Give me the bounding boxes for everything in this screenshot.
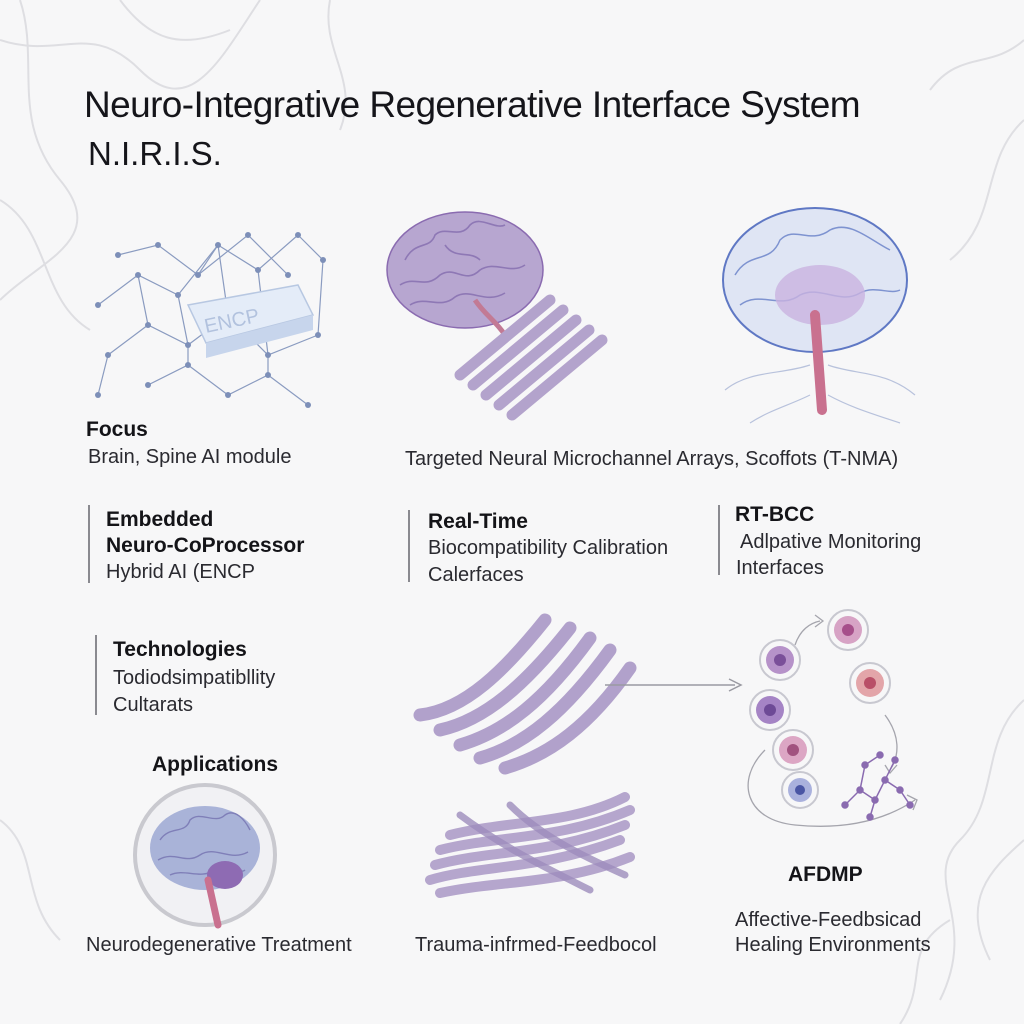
cell-cycle-illustration — [747, 609, 918, 827]
rtbcc-line2: Interfaces — [736, 557, 824, 579]
divider-encp — [88, 505, 90, 583]
flow-arrow-icon — [605, 678, 743, 692]
technologies-heading: Technologies — [113, 638, 247, 661]
encp-line3: Hybrid AI (ENCP — [106, 561, 255, 583]
divider-realtime — [408, 510, 410, 582]
woven-scaffold-illustration — [425, 792, 635, 898]
realtime-line2: Calerfaces — [428, 564, 524, 586]
encp-line2: Neuro-CoProcessor — [106, 534, 305, 557]
realtime-heading: Real-Time — [428, 510, 528, 533]
divider-rtbcc — [718, 505, 720, 575]
afdmp-line1: Affective-Feedbsicad — [735, 909, 922, 931]
technologies-line2: Cultarats — [113, 694, 194, 716]
divider-technologies — [95, 635, 97, 715]
focus-text: Brain, Spine AI module — [88, 446, 292, 468]
brain-circle-illustration — [133, 783, 277, 929]
afdmp-line2: Healing Environments — [735, 934, 931, 956]
technologies-line1: Todiodsimpatibllity — [113, 667, 276, 689]
realtime-line1: Biocompatibility Calibration — [428, 537, 669, 559]
rtbcc-heading: RT-BCC — [735, 503, 815, 526]
cell-3 — [849, 662, 891, 704]
neural-chip-illustration: ENCP — [95, 232, 326, 408]
brain-microchannel-illustration — [386, 211, 608, 421]
cell-1 — [759, 639, 801, 681]
cell-6 — [781, 771, 819, 809]
trauma-text: Trauma-infrmed-Feedbocol — [415, 934, 657, 956]
cell-4 — [749, 689, 791, 731]
rtbcc-line1: Adlpative Monitoring — [740, 531, 922, 553]
applications-heading: Applications — [152, 753, 279, 776]
cell-2 — [827, 609, 869, 651]
cell-5 — [772, 729, 814, 771]
neuro-treatment-text: Neurodegenerative Treatment — [86, 934, 352, 956]
tnma-text: Targeted Neural Microchannel Arrays, Sco… — [405, 448, 899, 470]
molecule-icon — [841, 751, 914, 821]
afdmp-heading: AFDMP — [788, 863, 863, 886]
page-title: Neuro-Integrative Regenerative Interface… — [84, 84, 861, 125]
page-subtitle: N.I.R.I.S. — [88, 135, 222, 172]
encp-line1: Embedded — [106, 508, 214, 531]
encp-chip: ENCP — [186, 284, 315, 358]
scaffold-tubes-illustration — [413, 613, 637, 775]
brain-spine-illustration — [722, 207, 916, 424]
focus-heading: Focus — [86, 418, 148, 441]
